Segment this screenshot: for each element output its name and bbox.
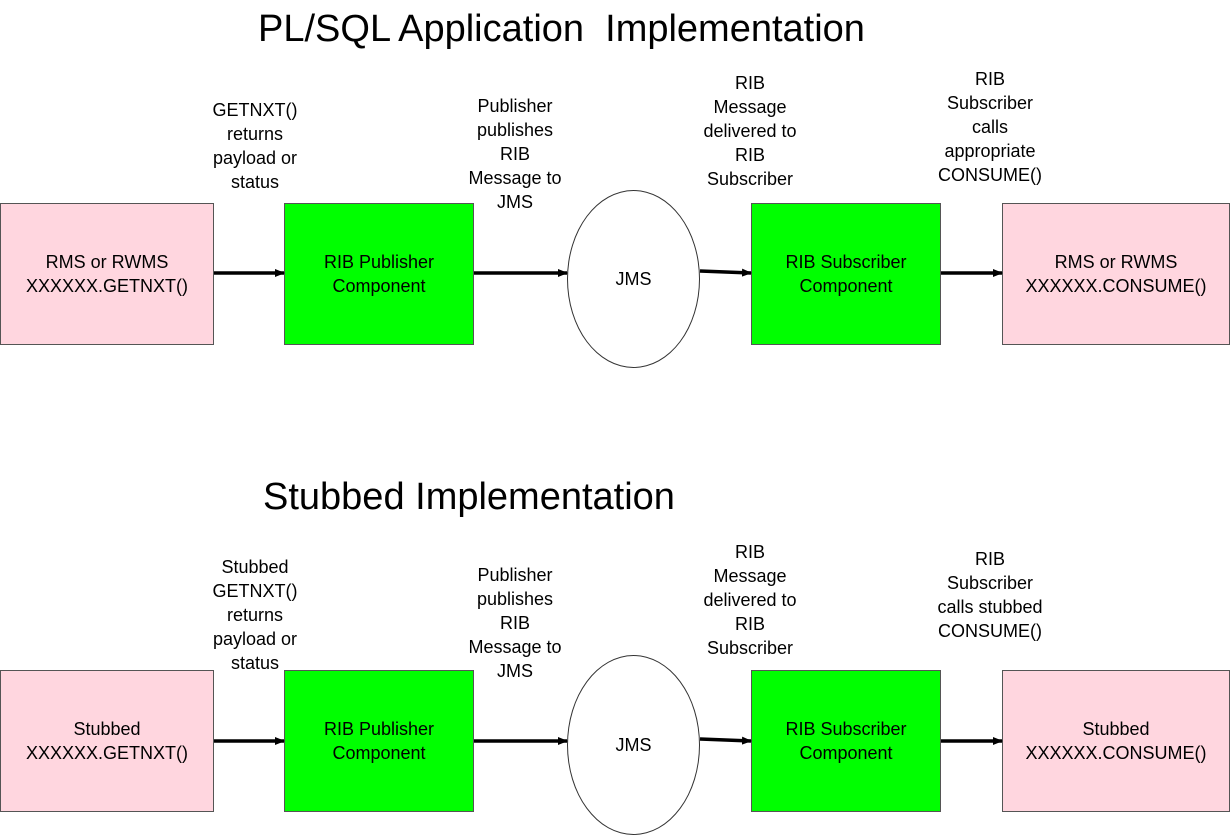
arrow-jms-to-subscriber [699,736,752,745]
label-publisher-publishes: Publisher publishes RIB Message to JMS [468,96,562,212]
target-box-consume: RMS or RWMS XXXXXX.CONSUME() [1002,203,1230,345]
rib-subscriber-box: RIB Subscriber Component [751,670,941,812]
label-publisher-publishes: Publisher publishes RIB Message to JMS [468,565,562,681]
jms-label: JMS [615,734,652,755]
label-message-delivered: RIB Message delivered to RIB Subscriber [703,73,797,189]
stubbed-target-box-consume: Stubbed XXXXXX.CONSUME() [1002,670,1230,812]
stubbed-source-box-getnxt: Stubbed XXXXXX.GETNXT() [0,670,214,812]
label-subscriber-calls-consume: RIB Subscriber calls appropriate CONSUME… [938,69,1042,185]
jms-label: JMS [615,268,652,289]
label-stubbed-getnxt-returns: Stubbed GETNXT() returns payload or stat… [212,557,298,673]
source-box-getnxt: RMS or RWMS XXXXXX.GETNXT() [0,203,214,345]
rib-publisher-box: RIB Publisher Component [284,203,474,345]
diagram-title-stubbed: Stubbed Implementation [263,476,675,518]
diagram-title-plsql: PL/SQL Application Implementation [258,8,865,50]
label-subscriber-calls-stubbed-consume: RIB Subscriber calls stubbed CONSUME() [937,549,1043,641]
label-message-delivered: RIB Message delivered to RIB Subscriber [703,542,797,658]
arrow-jms-to-subscriber [699,268,752,277]
jms-ellipse: JMS [567,655,700,835]
rib-subscriber-box: RIB Subscriber Component [751,203,941,345]
label-getnxt-returns: GETNXT() returns payload or status [212,100,298,192]
jms-ellipse: JMS [567,190,700,368]
